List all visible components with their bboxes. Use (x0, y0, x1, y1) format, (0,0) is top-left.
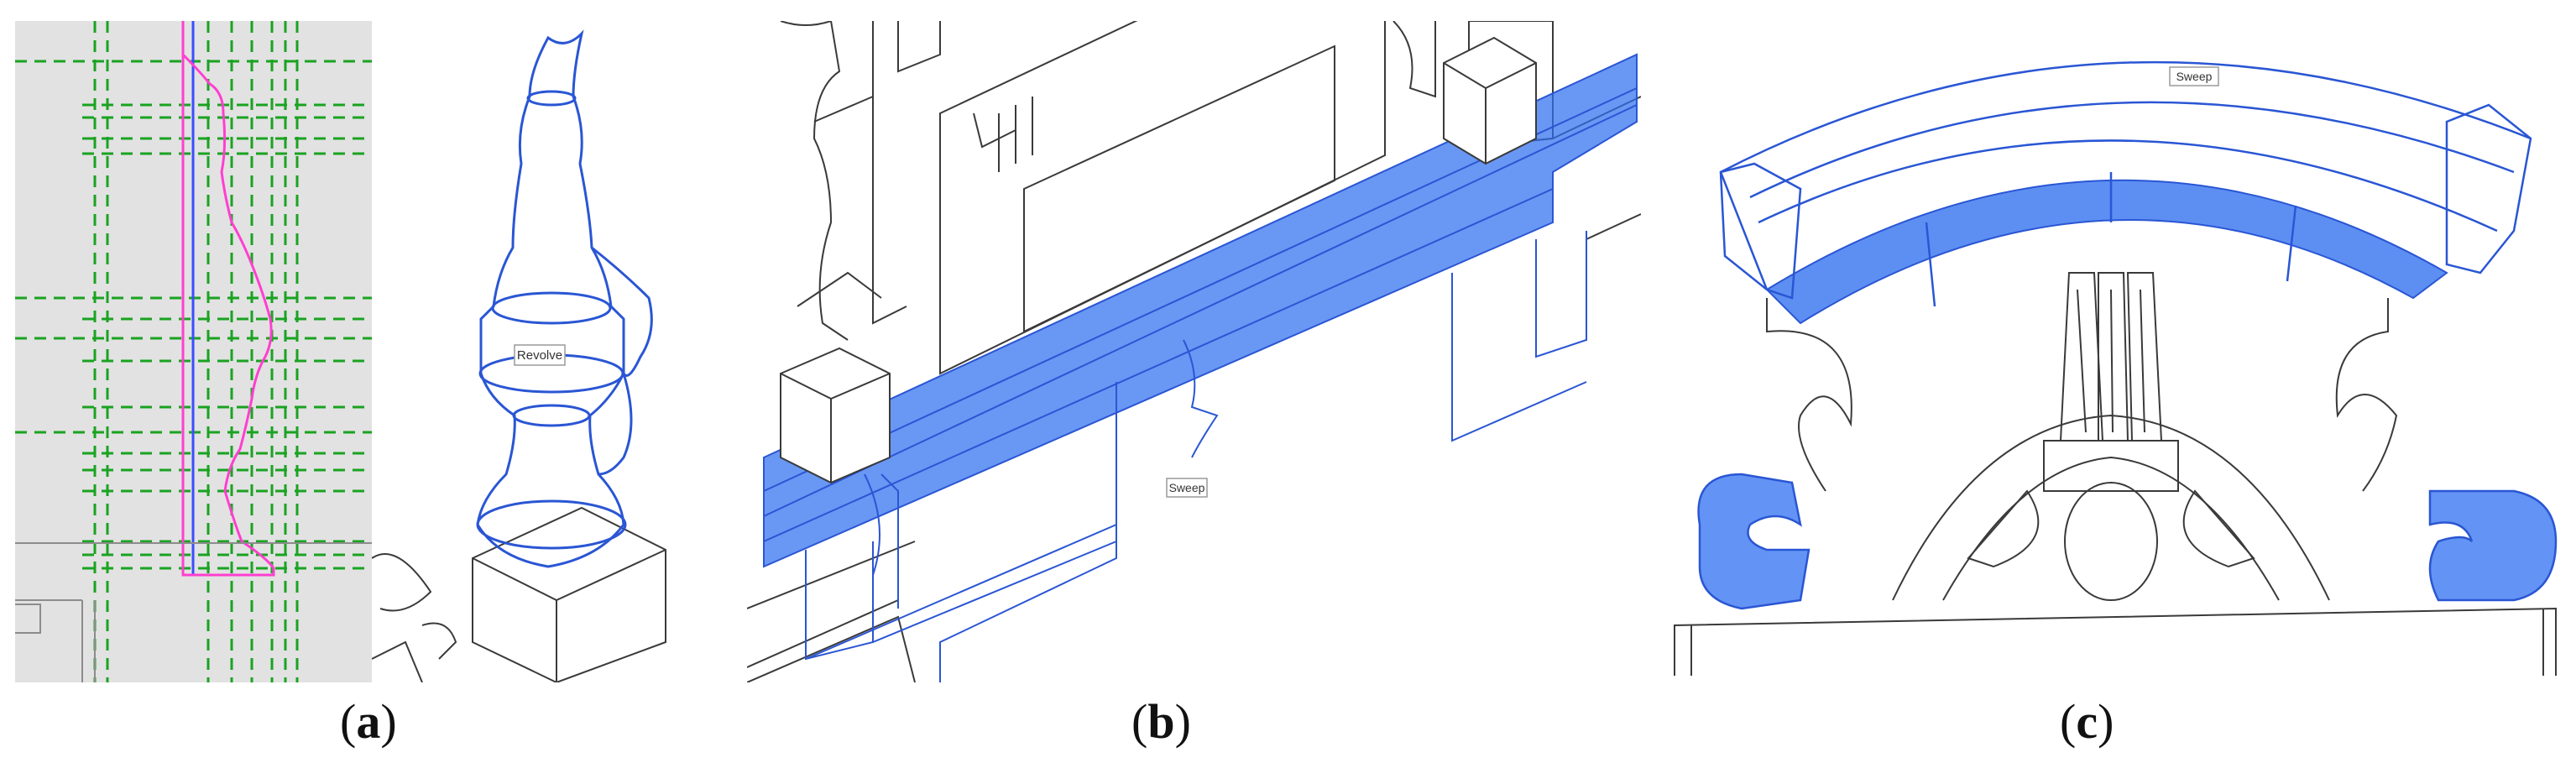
caption-a-close: ) (380, 694, 397, 749)
arch-sweep-edges (1719, 60, 2532, 307)
pediment-linework (1674, 272, 2557, 676)
sweep-tag-box[interactable] (1166, 478, 1208, 498)
revolve-tag-label: Revolve (517, 348, 562, 363)
pedestal-block (372, 506, 666, 682)
caption-c-open: ( (2060, 694, 2077, 749)
host-geometry (15, 542, 372, 682)
sketch-canvas (15, 21, 372, 682)
revolve-profile[interactable] (181, 21, 275, 577)
scroll-volutes[interactable] (1697, 473, 2558, 610)
caption-c: (c) (2060, 693, 2114, 750)
caption-b-close: ) (1174, 694, 1191, 749)
caption-b-open: ( (1131, 694, 1148, 749)
sweep-solid-edges (763, 87, 1638, 682)
arch-sweep-solid-selected[interactable] (1765, 179, 2448, 325)
reference-planes (15, 21, 372, 682)
caption-a: (a) (340, 693, 397, 750)
pier-blocks (780, 36, 1537, 484)
arch-sweep-tag-box[interactable] (2169, 66, 2219, 86)
caption-c-close: ) (2098, 694, 2114, 749)
arch-sweep-tag-label: Sweep (2176, 70, 2213, 83)
sweep-base-canvas: Sweep (747, 21, 1641, 682)
caption-a-open: ( (340, 694, 357, 749)
sweep-arch-canvas: Sweep (1674, 60, 2558, 676)
revolve-tag-box[interactable] (514, 344, 566, 366)
caption-a-letter: a (356, 694, 381, 749)
finial-revolve-solid[interactable] (476, 29, 653, 568)
3d-view-sweep-arch[interactable]: Sweep (1641, 21, 2568, 682)
sweep-tag-label: Sweep (1169, 481, 1205, 494)
caption-b: (b) (1131, 693, 1191, 750)
3d-view-sweep-base[interactable]: Sweep (747, 21, 1641, 682)
revolve-canvas: Revolve (372, 29, 666, 682)
3d-view-revolve[interactable]: Revolve (372, 21, 724, 682)
sketch-view-profile[interactable] (15, 21, 372, 682)
caption-c-letter: c (2076, 694, 2098, 749)
caption-b-letter: b (1147, 694, 1175, 749)
